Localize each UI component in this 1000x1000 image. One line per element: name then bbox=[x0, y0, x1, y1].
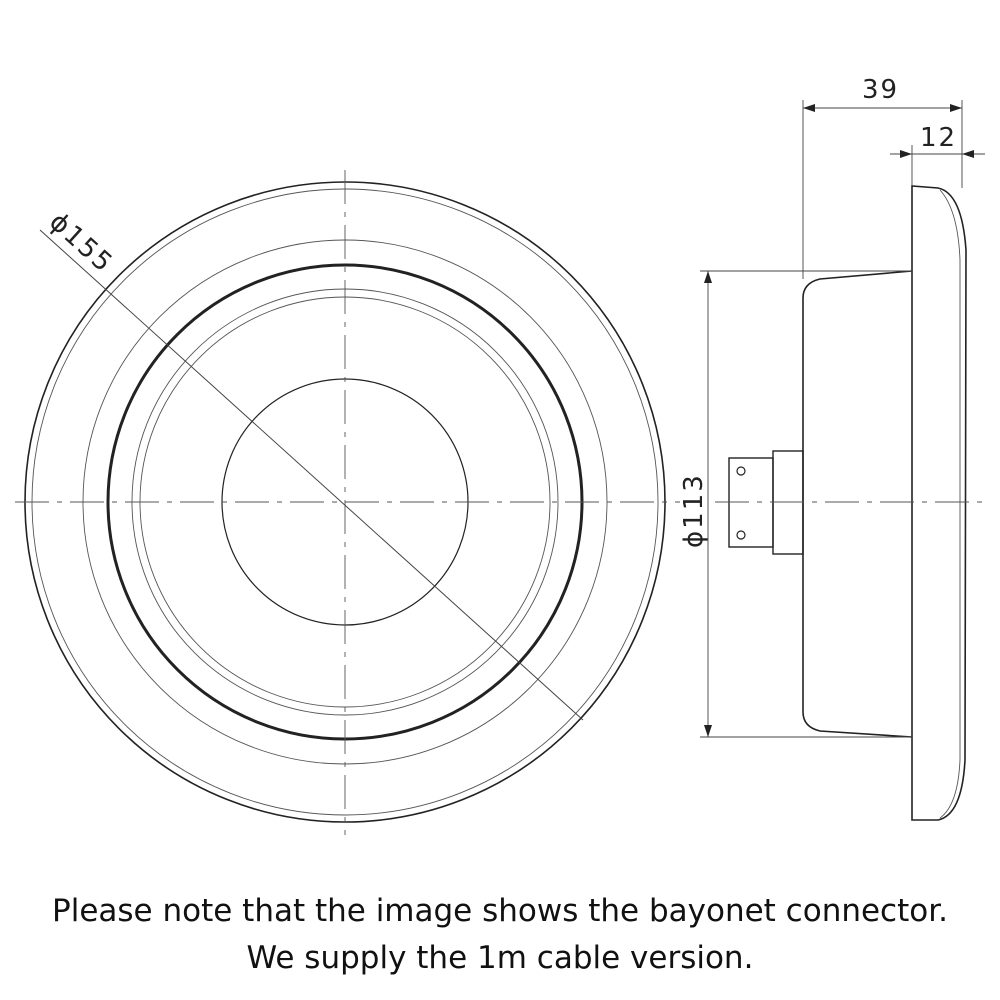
dim-113-arrow-bottom bbox=[704, 725, 712, 737]
housing-body bbox=[802, 270, 913, 738]
note-line-1: Please note that the image shows the bay… bbox=[52, 893, 948, 929]
connector-pin-bottom bbox=[736, 530, 746, 540]
connector-base bbox=[772, 450, 804, 555]
dim-12-arrow-left bbox=[900, 150, 912, 158]
dim-39-arrow-left bbox=[803, 104, 815, 112]
dim-39-arrow-right bbox=[950, 104, 962, 112]
diameter-155-leader bbox=[39, 229, 584, 721]
connector-body bbox=[728, 457, 774, 548]
flange-inner-curve bbox=[939, 189, 961, 819]
note-line-2: We supply the 1m cable version. bbox=[246, 940, 754, 976]
technical-drawing: ϕ155 39 12 ϕ113 bbox=[15, 75, 990, 835]
dim-113-arrow-top bbox=[704, 271, 712, 283]
connector-pin-top bbox=[736, 466, 746, 476]
flange-profile bbox=[911, 185, 967, 821]
dim-12-arrow-right bbox=[962, 150, 974, 158]
depth-39-label: 39 bbox=[862, 75, 899, 105]
flange-12-label: 12 bbox=[920, 123, 957, 153]
front-view bbox=[15, 170, 680, 835]
side-view bbox=[700, 100, 990, 821]
diameter-113-label: ϕ113 bbox=[679, 473, 709, 548]
